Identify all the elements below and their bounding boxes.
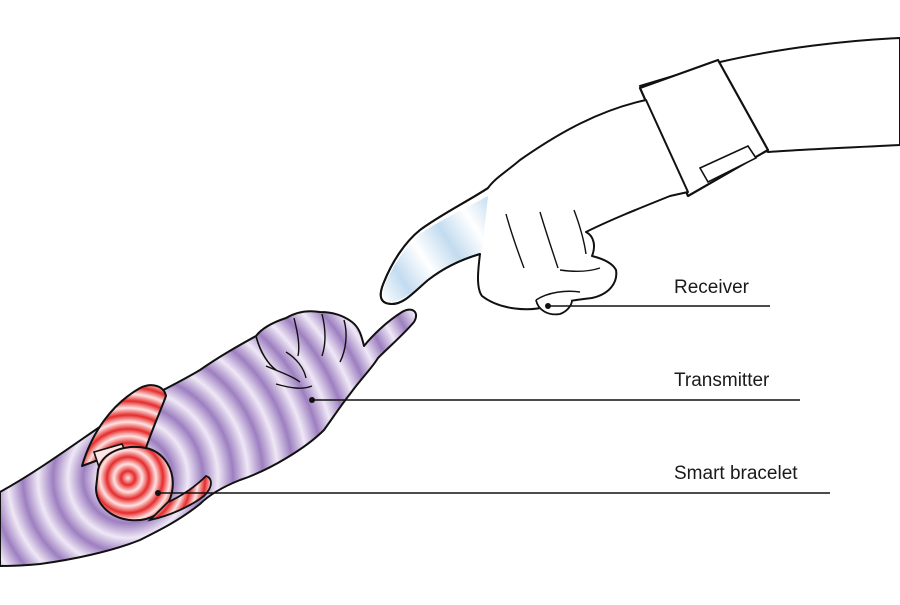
bracelet-icon [81, 384, 212, 522]
bracelet-band-top [81, 384, 167, 467]
receiver-label: Receiver [674, 277, 749, 298]
transmitter-arm [0, 308, 418, 567]
transmitter-hand-icon [0, 308, 418, 567]
bracelet-body [94, 446, 174, 522]
smart-bracelet-label: Smart bracelet [674, 463, 798, 484]
receiver-leader-dot [545, 303, 551, 309]
bracelet-leader-dot [155, 490, 161, 496]
receiver-hand-icon [379, 37, 900, 316]
receiver-finger-signal [383, 196, 488, 302]
transmitter-leader-dot [309, 397, 315, 403]
cuff-button [698, 144, 758, 184]
leader-lines [155, 303, 830, 496]
transmitter-label: Transmitter [674, 370, 770, 391]
receiver-chip [535, 299, 573, 316]
